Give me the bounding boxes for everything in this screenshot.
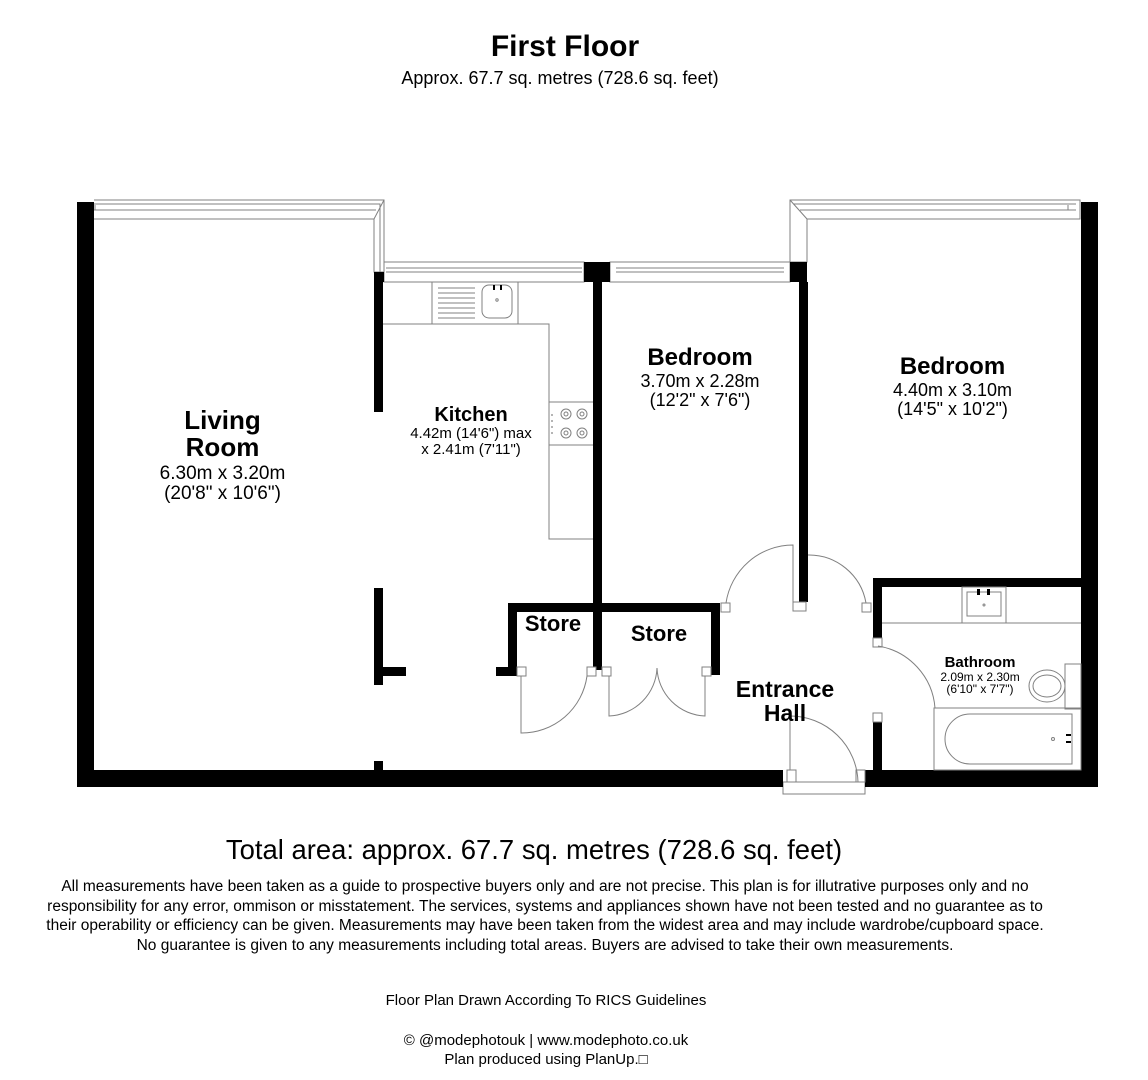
room-dimensions-metric: 2.09m x 2.30m [940,669,1020,684]
kitchen-fixtures [383,281,593,540]
room-dimensions-imperial: (6'10" x 7'7") [946,682,1014,697]
room-name: Bedroom [647,344,753,371]
room-dimensions-imperial: (20'8" x 10'6") [164,482,281,504]
room-store-2: Store [612,622,706,645]
room-kitchen: Kitchen 4.42m (14'6") max x 2.41m (7'11"… [390,405,552,458]
hob-controls-icon [551,414,553,434]
room-living: Living Room 6.30m x 3.20m (20'8" x 10'6"… [120,405,325,504]
room-dimensions: x 2.41m (7'11") [421,440,521,458]
room-dimensions-metric: 3.70m x 2.28m [640,371,760,392]
room-name: Hall [763,700,807,727]
room-store-1: Store [514,612,592,635]
credits: © @modephotouk | www.modephoto.co.uk Pla… [0,1031,1092,1069]
doors [516,544,936,783]
room-name: Entrance [735,676,835,702]
total-area: Total area: approx. 67.7 sq. metres (728… [225,834,843,865]
rics-note: Floor Plan Drawn According To RICS Guide… [385,992,707,1009]
room-name: Store [630,621,688,646]
floor-area-subtitle: Approx. 67.7 sq. metres (728.6 sq. feet) [401,68,719,88]
room-name: Kitchen [434,404,508,426]
room-name: Living [184,405,261,435]
room-bedroom-2: Bedroom 4.40m x 3.10m (14'5" x 10'2") [860,354,1045,419]
room-name: Store [524,611,582,636]
room-name: Room [185,432,260,463]
tap-icons [493,285,1071,743]
room-dimensions-metric: 4.40m x 3.10m [892,380,1013,401]
room-dimensions-metric: 6.30m x 3.20m [159,462,286,484]
room-entrance-hall: Entrance Hall [720,677,850,725]
room-name: Bedroom [899,353,1006,380]
room-bathroom: Bathroom 2.09m x 2.30m (6'10" x 7'7") [920,655,1040,696]
room-dimensions-imperial: (12'2" x 7'6") [649,390,751,411]
disclaimer-text: All measurements have been taken as a gu… [46,878,1044,954]
bathroom-fixtures [882,586,1082,771]
walls [77,202,1098,787]
credit-planup: Plan produced using PlanUp.□ [444,1051,648,1068]
room-name: Bathroom [944,654,1016,671]
credit-copyright: © @modephotouk | www.modephoto.co.uk [403,1032,689,1049]
room-dimensions: 4.42m (14'6") max [410,425,532,442]
room-dimensions-imperial: (14'5" x 10'2") [897,399,1008,420]
room-bedroom-1: Bedroom 3.70m x 2.28m (12'2" x 7'6") [610,345,790,410]
floor-title: First Floor [490,30,640,63]
